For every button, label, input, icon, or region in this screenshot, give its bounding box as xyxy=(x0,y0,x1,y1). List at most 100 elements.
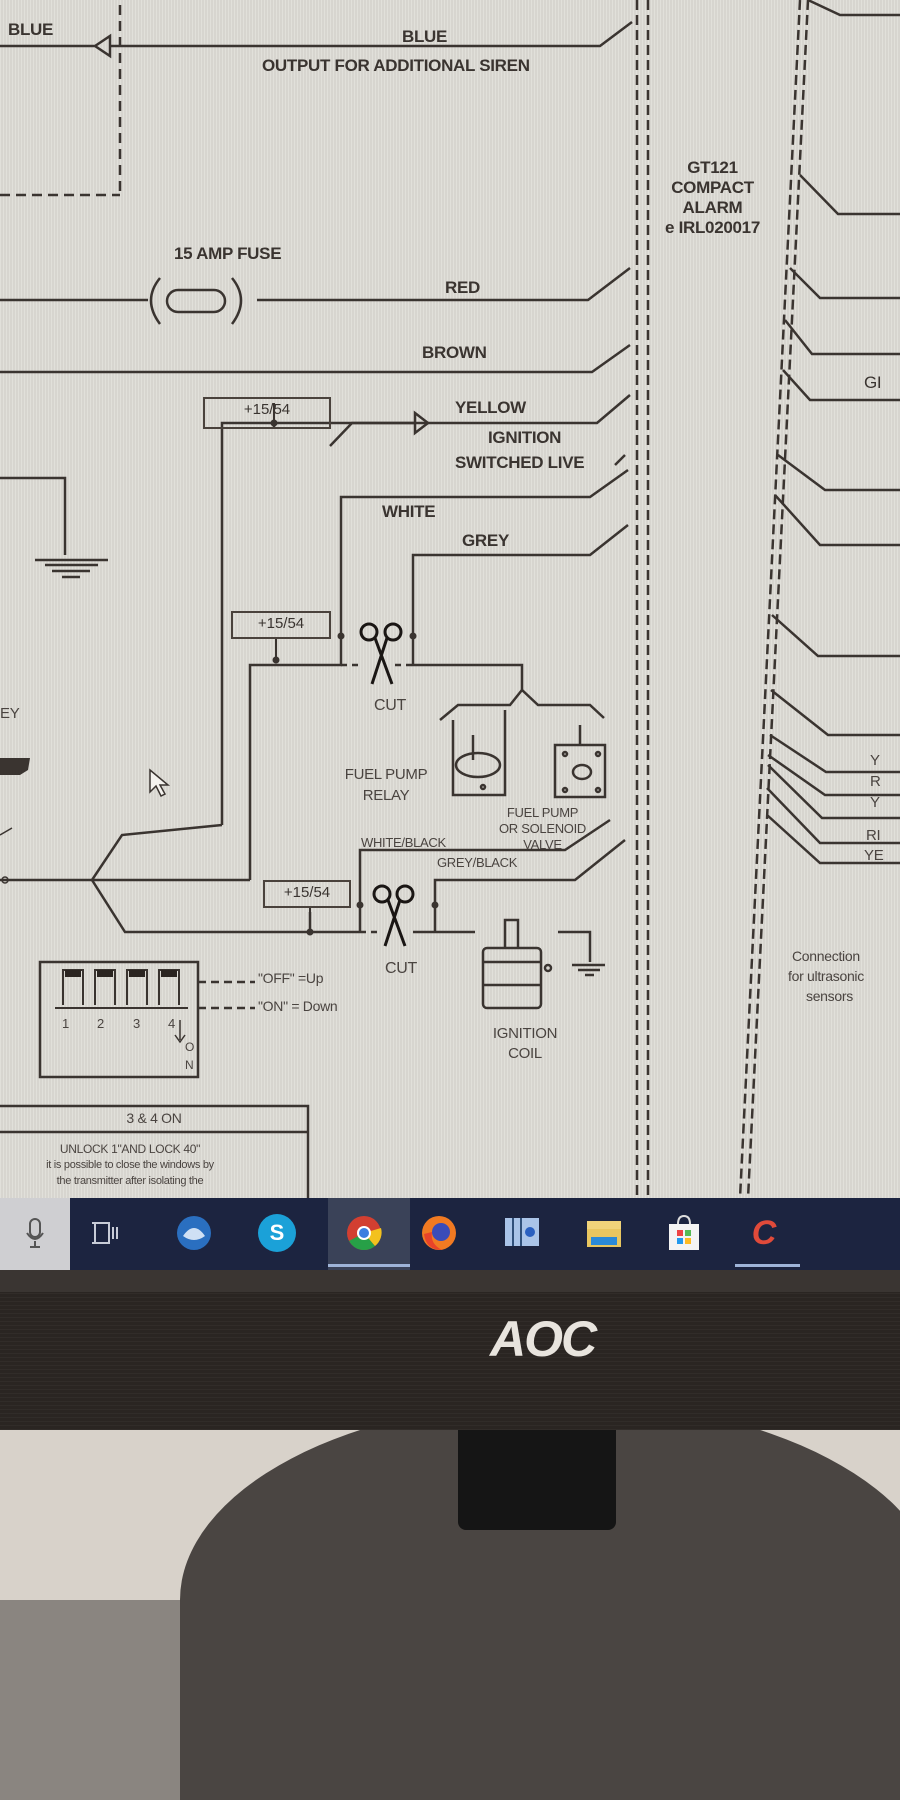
firefox-icon[interactable] xyxy=(420,1214,458,1252)
dip-number: 4 xyxy=(168,1016,175,1031)
ignition-label-2: SWITCHED LIVE xyxy=(455,453,585,472)
wire-grey xyxy=(411,524,629,636)
wire-relay-out xyxy=(411,636,524,690)
mouse-cursor-icon xyxy=(149,768,171,798)
fuse-bracket-right xyxy=(230,277,243,325)
wire-coil-feed xyxy=(90,879,360,934)
skype-glyph: S xyxy=(269,1220,285,1245)
monitor-stand-neck xyxy=(458,1430,616,1530)
taskbar: S C xyxy=(0,1198,900,1270)
model-line3: ALARM xyxy=(682,198,743,217)
terminal-label: +15/54 xyxy=(203,397,331,429)
monitor-bezel xyxy=(0,1270,900,1430)
scissors-icon-2 xyxy=(372,884,415,947)
model-line2: COMPACT xyxy=(671,178,754,197)
relay-body xyxy=(451,710,507,797)
wire-white-black xyxy=(358,818,611,932)
fuse-bracket-left xyxy=(149,277,162,325)
wire-grey-black xyxy=(433,839,626,932)
control-panel-icon[interactable] xyxy=(503,1214,541,1252)
connection-label-2: for ultrasonic xyxy=(788,968,864,984)
dip-number: 3 xyxy=(133,1016,140,1031)
wire-label-blue: BLUE xyxy=(402,27,448,46)
fuse-icon xyxy=(165,288,227,314)
wire-label-white: WHITE xyxy=(382,502,436,521)
dip-on-letter: N xyxy=(185,1058,194,1072)
connection-label-1: Connection xyxy=(792,948,860,964)
wire-label-white-black: WHITE/BLACK xyxy=(361,835,446,850)
right-label: GI xyxy=(864,373,882,392)
wire-brown xyxy=(0,343,631,374)
coil-body xyxy=(481,946,543,1010)
dip-on-letter: O xyxy=(185,1040,195,1054)
off-legend: "OFF" =Up xyxy=(258,970,324,986)
active-underline xyxy=(328,1264,410,1267)
valve-label-3: VALVE xyxy=(523,837,562,852)
monitor-brand-logo: AOC xyxy=(490,1311,597,1367)
right-label: Y xyxy=(870,752,880,769)
wire-label-brown: BROWN xyxy=(422,343,487,362)
wire-red xyxy=(257,267,631,302)
chrome-icon[interactable] xyxy=(345,1214,383,1252)
wire-ignition xyxy=(220,421,415,825)
monitor-bezel-edge xyxy=(0,1270,900,1292)
running-underline xyxy=(735,1264,800,1267)
ground-icon xyxy=(35,558,108,579)
right-label: RI xyxy=(866,827,881,844)
dip-number: 2 xyxy=(97,1016,104,1031)
relay-label-1: FUEL PUMP xyxy=(344,766,428,783)
title-block: GT121 COMPACT ALARM e IRL020017 xyxy=(650,158,775,238)
taskbar-left-area xyxy=(0,1198,70,1270)
key-icon xyxy=(0,758,30,775)
dip-switch-box xyxy=(38,960,200,1079)
wire-label-grey: GREY xyxy=(462,531,509,550)
right-label: R xyxy=(870,773,881,790)
right-label: Y xyxy=(870,794,880,811)
siren-output-label: OUTPUT FOR ADDITIONAL SIREN xyxy=(262,56,530,75)
connection-label-3: sensors xyxy=(806,988,853,1004)
wire-branch xyxy=(439,688,605,721)
model-code: e IRL020017 xyxy=(665,218,760,237)
relay-coil xyxy=(454,751,502,779)
wire-relay-feed xyxy=(248,636,343,880)
ignition-label-1: IGNITION xyxy=(488,428,562,447)
terminal-label: +15/54 xyxy=(231,611,331,639)
on-legend: "ON" = Down xyxy=(258,998,338,1014)
folder-icon[interactable] xyxy=(585,1214,623,1252)
coil-ground-icon xyxy=(572,963,605,977)
option-table-title: UNLOCK 1"AND LOCK 40" xyxy=(59,1142,201,1156)
task-view-icon[interactable] xyxy=(86,1214,124,1252)
left-partial-label: EY xyxy=(0,705,20,722)
thunderbird-icon[interactable] xyxy=(175,1214,213,1252)
store-icon[interactable] xyxy=(665,1214,703,1252)
separator-4 xyxy=(746,0,810,1199)
screen: BLUE BLUE OUTPUT FOR ADDITIONAL SIREN GT… xyxy=(0,0,900,1220)
fuse-label: 15 AMP FUSE xyxy=(174,244,282,263)
ccleaner-icon[interactable]: C xyxy=(745,1214,783,1252)
wire-white xyxy=(339,468,629,636)
wire-blue xyxy=(0,21,633,59)
cut-label: CUT xyxy=(385,960,417,977)
coil-label-2: COIL xyxy=(508,1045,542,1062)
dip-number: 1 xyxy=(62,1016,69,1031)
relay-label-2: RELAY xyxy=(362,787,410,804)
cut-label: CUT xyxy=(374,697,406,714)
option-table-text-1: it is possible to close the windows by xyxy=(46,1159,214,1171)
skype-icon[interactable]: S xyxy=(258,1214,296,1252)
valve-label-1: FUEL PUMP xyxy=(506,805,579,820)
model-label: GT121 xyxy=(687,158,738,177)
wire-ground xyxy=(0,476,67,555)
microphone-icon[interactable] xyxy=(16,1214,54,1252)
wire-label-blue-left: BLUE xyxy=(8,20,54,39)
wire-label-red: RED xyxy=(445,278,480,297)
wire-label-grey-black: GREY/BLACK xyxy=(437,855,518,870)
option-table-header: 3 & 4 ON xyxy=(126,1110,182,1126)
option-table-text-2: the transmitter after isolating the xyxy=(56,1175,204,1187)
right-label: YE xyxy=(864,847,884,864)
coil-label-1: IGNITION xyxy=(492,1025,558,1042)
wire-yellow xyxy=(329,394,631,447)
scissors-icon xyxy=(359,622,403,685)
terminal-label: +15/54 xyxy=(263,880,351,908)
wire-label-yellow: YELLOW xyxy=(455,398,526,417)
ccleaner-glyph: C xyxy=(751,1213,777,1252)
